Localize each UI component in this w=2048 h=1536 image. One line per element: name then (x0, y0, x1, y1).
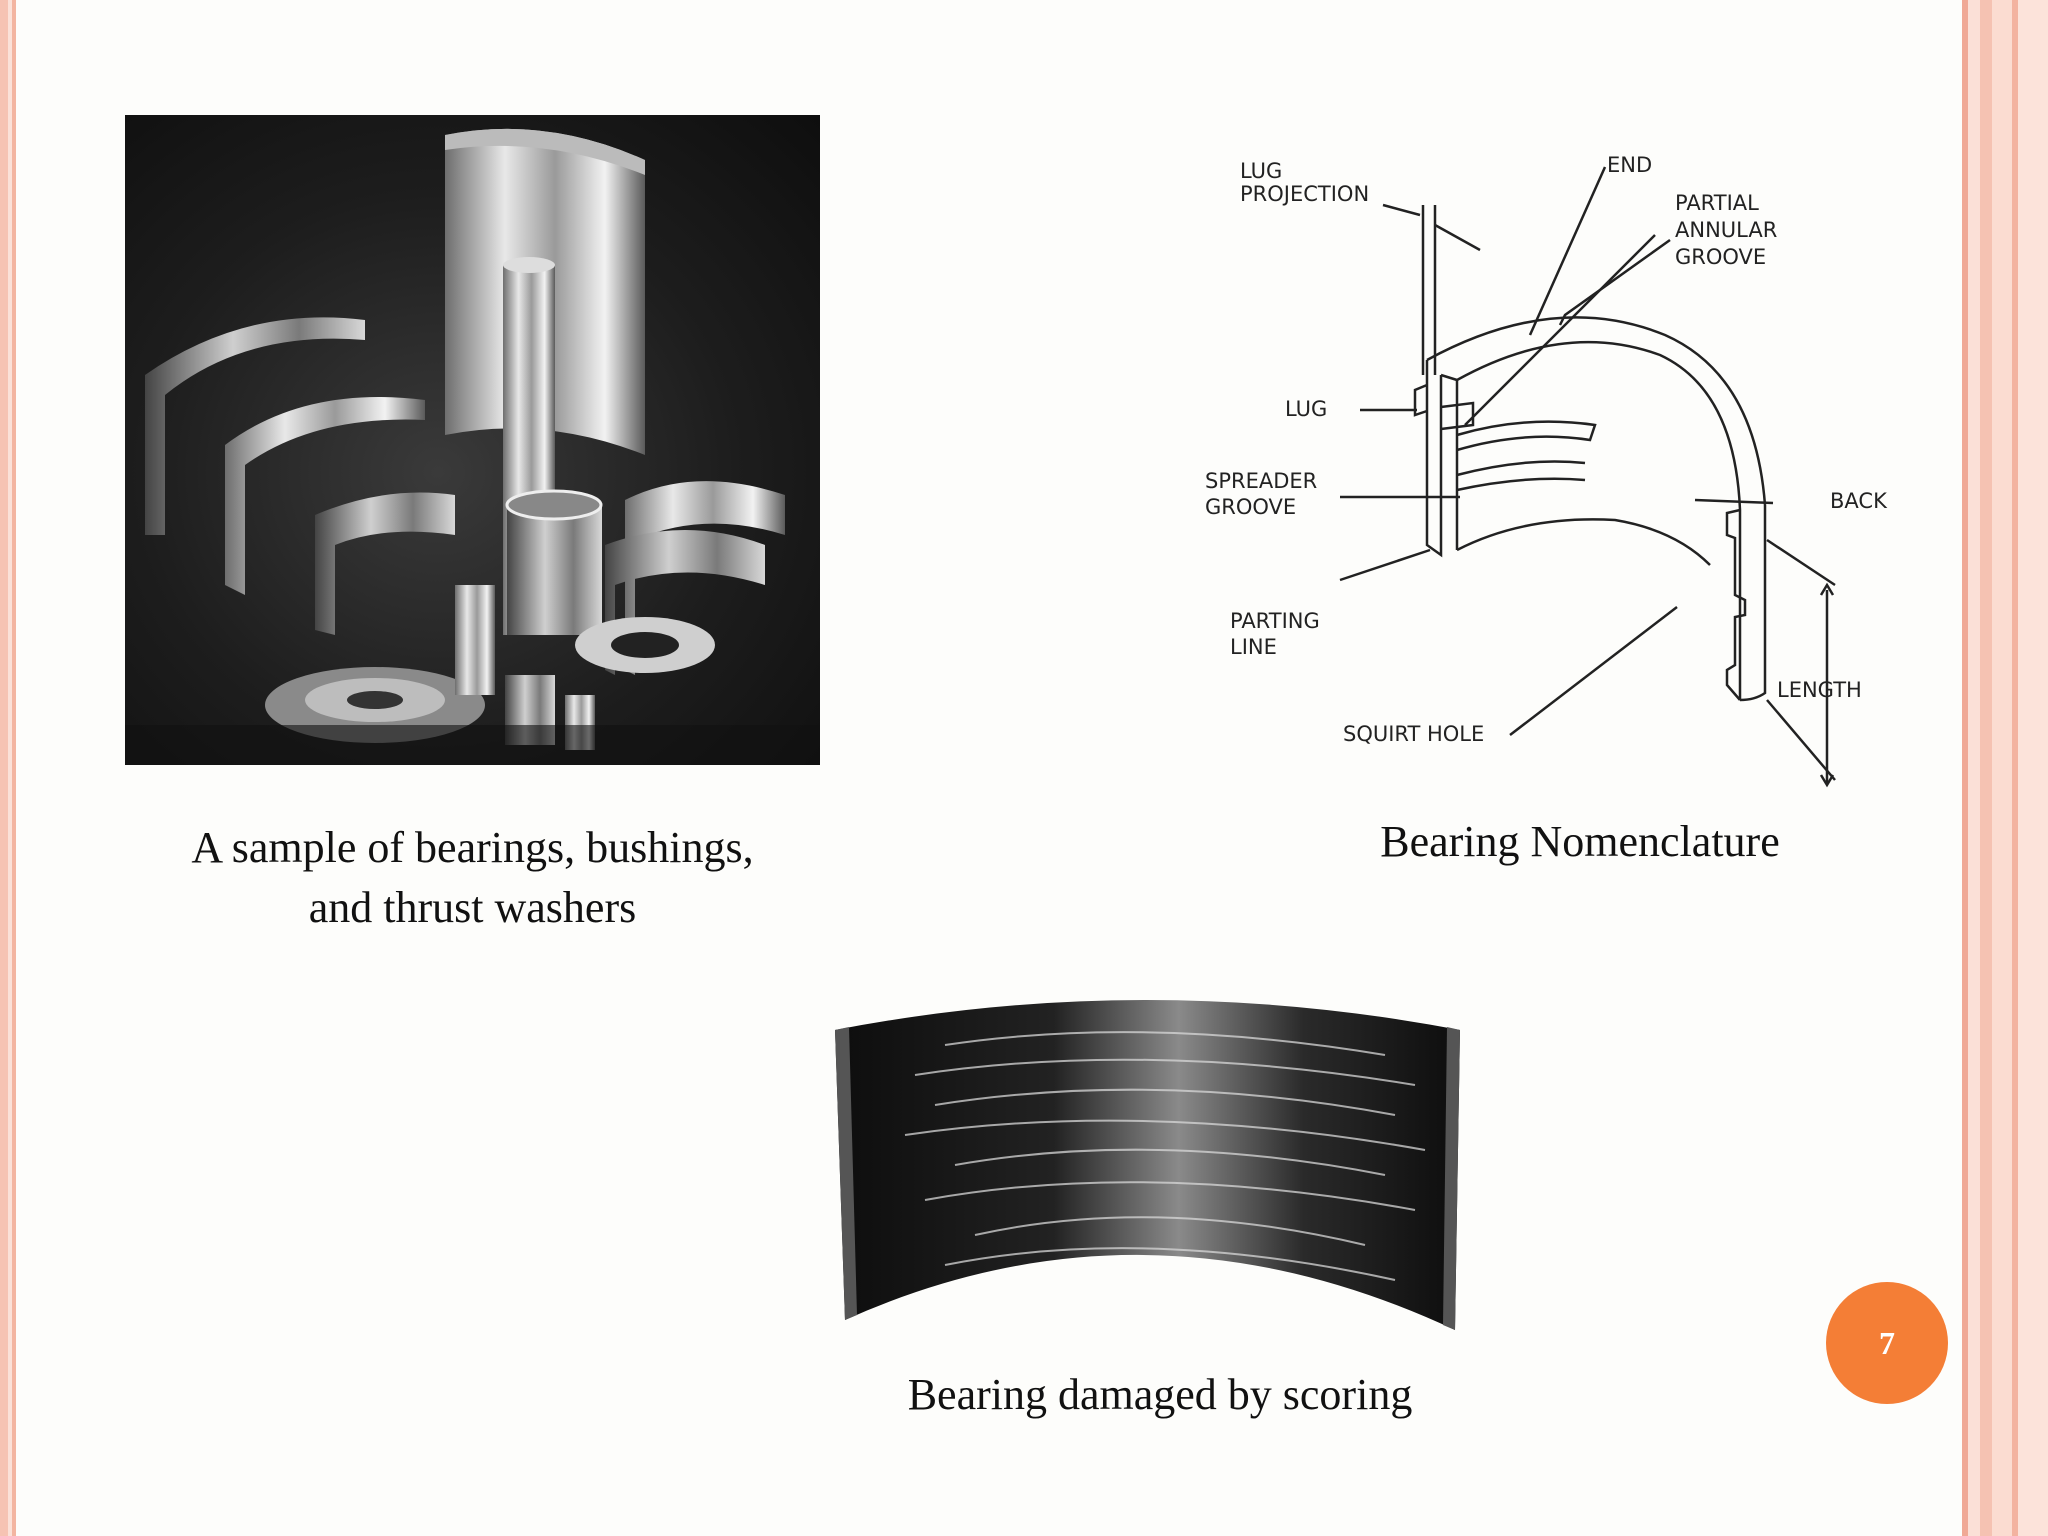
label-lug-projection-1: LUG (1240, 159, 1282, 183)
label-parting-1: PARTING (1230, 609, 1320, 633)
label-spreader-1: SPREADER (1205, 469, 1317, 493)
label-partial-3: GROOVE (1675, 245, 1766, 269)
bearings-photo-illustration (125, 128, 820, 765)
photo-caption: A sample of bearings, bushings, and thru… (125, 818, 820, 938)
label-length: LENGTH (1777, 678, 1862, 702)
label-lug: LUG (1285, 397, 1327, 421)
page-number-badge: 7 (1826, 1282, 1948, 1404)
label-end: END (1607, 153, 1652, 177)
label-partial-2: ANNULAR (1675, 218, 1777, 242)
label-squirt-hole: SQUIRT HOLE (1343, 722, 1484, 746)
bearing-nomenclature-diagram: LUG PROJECTION END PARTIAL ANNULAR GROOV… (1205, 153, 1888, 788)
label-partial-1: PARTIAL (1675, 191, 1759, 215)
label-lug-projection-2: PROJECTION (1240, 182, 1369, 206)
label-parting-2: LINE (1230, 635, 1277, 659)
scored-bearing-photo (835, 1000, 1460, 1330)
right-border-decoration (1962, 0, 2048, 1536)
bearings-photo (125, 115, 820, 765)
left-border-decoration (0, 0, 18, 1536)
scored-caption: Bearing damaged by scoring (907, 1370, 1413, 1419)
photo-caption-line2: and thrust washers (308, 883, 637, 932)
label-spreader-2: GROOVE (1205, 495, 1296, 519)
diagram-caption: Bearing Nomenclature (1380, 817, 1780, 866)
label-back: BACK (1830, 489, 1888, 513)
photo-caption-line1: A sample of bearings, bushings, (191, 823, 754, 872)
